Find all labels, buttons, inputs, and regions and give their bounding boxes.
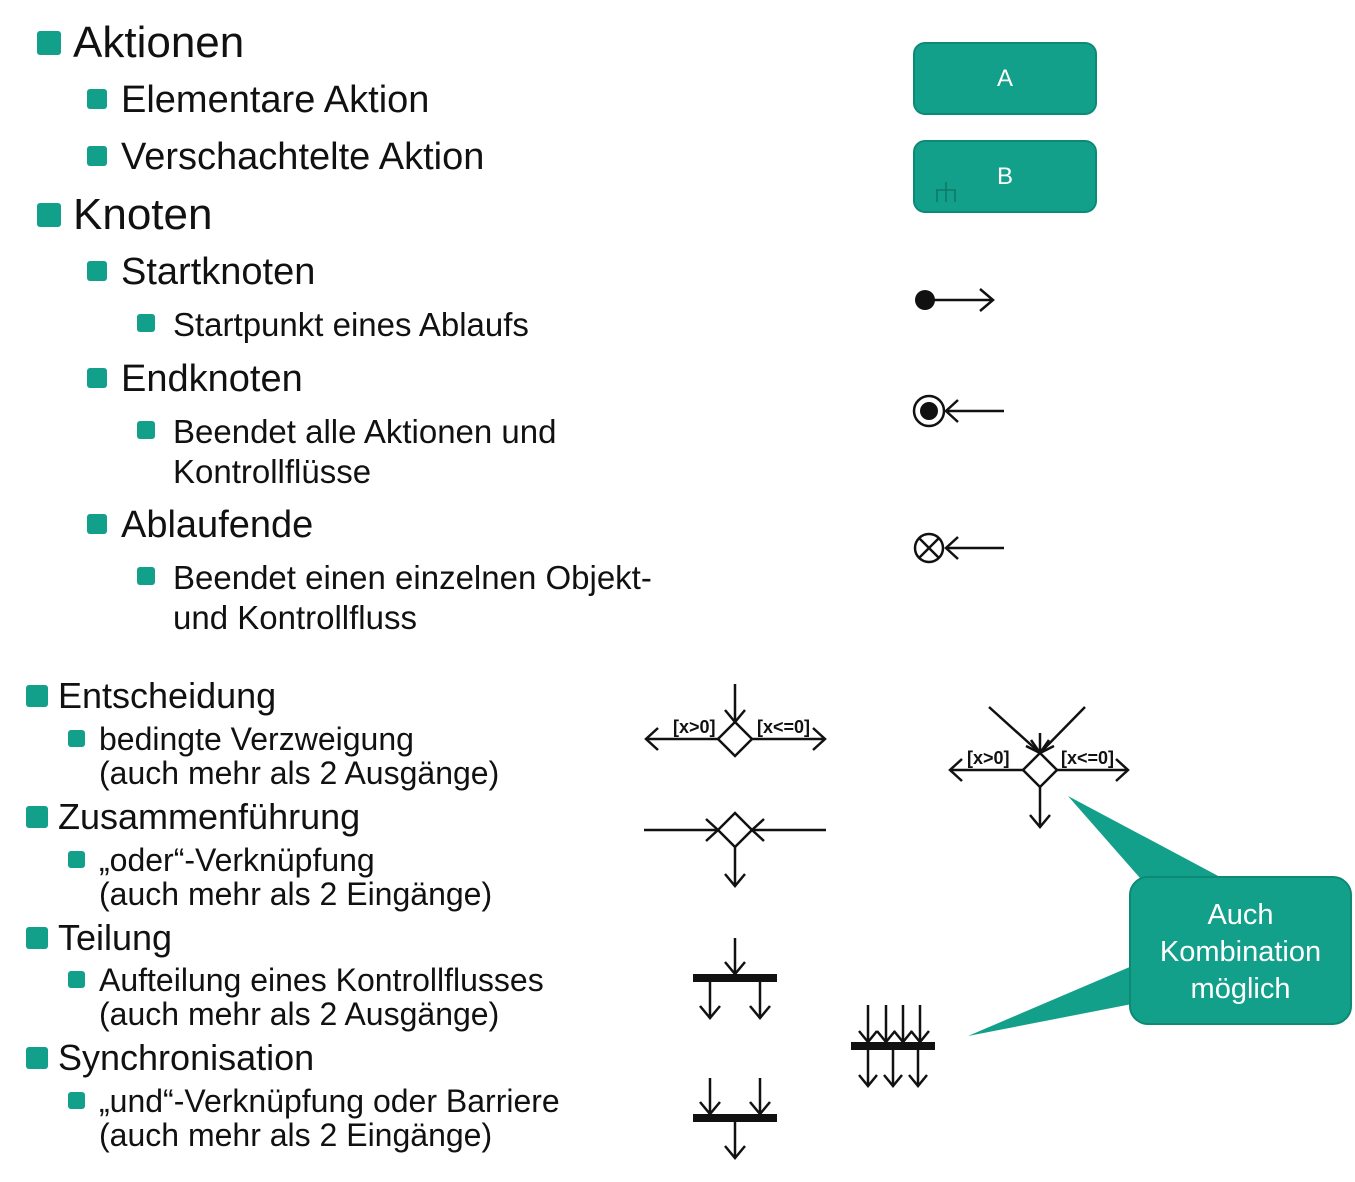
callout-bubble xyxy=(968,796,1352,1036)
item-label-cont: (auch mehr als 2 Eingänge) xyxy=(99,876,493,912)
bullet-icon xyxy=(68,730,85,747)
guard-label-left-combo: [x>0] xyxy=(967,748,1010,768)
callout-line: Auch xyxy=(1207,899,1274,931)
list-item-synchronisation: Synchronisation xyxy=(26,1037,314,1079)
decision-node-icon xyxy=(644,684,827,758)
list-item-entscheidung: Entscheidung xyxy=(26,675,276,717)
item-label: „und“-Verknüpfung oder Barriere xyxy=(99,1083,560,1119)
item-label: Beendet einen einzelnen Objekt- xyxy=(173,559,652,596)
item-label: „oder“-Verknüpfung xyxy=(99,842,375,878)
bullet-icon xyxy=(68,971,85,988)
item-label: Startknoten xyxy=(121,251,316,293)
list-item-startknoten: Startknoten xyxy=(87,250,315,294)
list-item-beendet-einen: Beendet einen einzelnen Objekt- und Kont… xyxy=(137,558,652,638)
item-label-cont: (auch mehr als 2 Ausgänge) xyxy=(99,996,500,1032)
action-label: A xyxy=(996,64,1013,92)
list-item-endknoten: Endknoten xyxy=(87,357,303,401)
combined-decision-merge-icon xyxy=(948,706,1130,829)
bullet-icon xyxy=(87,146,107,166)
guard-label-right-combo: [x<=0] xyxy=(1061,748,1114,768)
item-label: Aktionen xyxy=(73,18,245,67)
merge-node-icon xyxy=(644,811,826,888)
list-item-beendet-alle: Beendet alle Aktionen und Kontrollflüsse xyxy=(137,412,556,492)
combined-join-fork-icon xyxy=(851,1005,935,1088)
item-label-cont: (auch mehr als 2 Ausgänge) xyxy=(99,755,500,791)
bullet-icon xyxy=(87,89,107,109)
bullet-icon xyxy=(68,1092,85,1109)
bullet-icon xyxy=(137,421,155,439)
bullet-icon xyxy=(87,514,107,534)
item-label-cont: und Kontrollfluss xyxy=(173,599,417,636)
bullet-icon xyxy=(26,927,48,949)
bullet-icon xyxy=(26,1047,48,1069)
list-item-elementare-aktion: Elementare Aktion xyxy=(87,78,429,122)
bullet-icon xyxy=(68,851,85,868)
list-item-knoten: Knoten xyxy=(37,190,212,240)
item-label: Verschachtelte Aktion xyxy=(121,136,485,178)
callout-line: Kombination xyxy=(1159,936,1322,968)
item-label: Ablaufende xyxy=(121,504,314,546)
bullet-icon xyxy=(37,203,61,227)
rake-icon xyxy=(936,182,956,202)
callout-line: möglich xyxy=(1190,973,1291,1005)
fork-node-icon xyxy=(693,938,777,1020)
final-node-icon xyxy=(912,394,1004,428)
item-label-cont: (auch mehr als 2 Eingänge) xyxy=(99,1117,493,1153)
list-item-und-verknuepfung: „und“-Verknüpfung oder Barriere (auch me… xyxy=(68,1084,560,1152)
item-label: Synchronisation xyxy=(58,1037,315,1078)
bullet-icon xyxy=(137,567,155,585)
item-label: Zusammenführung xyxy=(58,796,361,837)
flow-final-node-icon xyxy=(913,532,1004,564)
list-item-teilung: Teilung xyxy=(26,917,172,959)
bullet-icon xyxy=(137,314,155,332)
item-label: Entscheidung xyxy=(58,675,277,716)
callout-text: Auch Kombination möglich xyxy=(1130,897,1351,1008)
bullet-icon xyxy=(26,806,48,828)
item-label: Endknoten xyxy=(121,358,303,400)
item-label: bedingte Verzweigung xyxy=(99,721,414,757)
item-label: Knoten xyxy=(73,190,213,239)
item-label: Teilung xyxy=(58,917,173,958)
list-item-verschachtelte-aktion: Verschachtelte Aktion xyxy=(87,135,484,179)
join-node-icon xyxy=(693,1078,777,1160)
item-label-cont: Kontrollflüsse xyxy=(173,453,372,490)
item-label: Beendet alle Aktionen und xyxy=(173,413,557,450)
bullet-icon xyxy=(37,31,61,55)
action-label: B xyxy=(996,162,1013,190)
list-item-aktionen: Aktionen xyxy=(37,18,244,68)
bullet-icon xyxy=(26,685,48,707)
item-label: Elementare Aktion xyxy=(121,79,430,121)
item-label: Aufteilung eines Kontrollflusses xyxy=(99,962,544,998)
start-node-icon xyxy=(915,288,995,312)
bullet-icon xyxy=(87,368,107,388)
action-node-b: B xyxy=(913,140,1097,213)
list-item-aufteilung: Aufteilung eines Kontrollflusses (auch m… xyxy=(68,963,544,1031)
list-item-bedingte-verzweigung: bedingte Verzweigung (auch mehr als 2 Au… xyxy=(68,722,499,790)
bullet-icon xyxy=(87,261,107,281)
list-item-startpunkt: Startpunkt eines Ablaufs xyxy=(137,305,529,345)
action-node-a: A xyxy=(913,42,1097,115)
list-item-oder-verknuepfung: „oder“-Verknüpfung (auch mehr als 2 Eing… xyxy=(68,843,492,911)
guard-label-right: [x<=0] xyxy=(757,717,810,737)
list-item-zusammenfuehrung: Zusammenführung xyxy=(26,796,360,838)
list-item-ablaufende: Ablaufende xyxy=(87,503,313,547)
guard-label-left: [x>0] xyxy=(673,717,716,737)
item-label: Startpunkt eines Ablaufs xyxy=(173,306,529,343)
